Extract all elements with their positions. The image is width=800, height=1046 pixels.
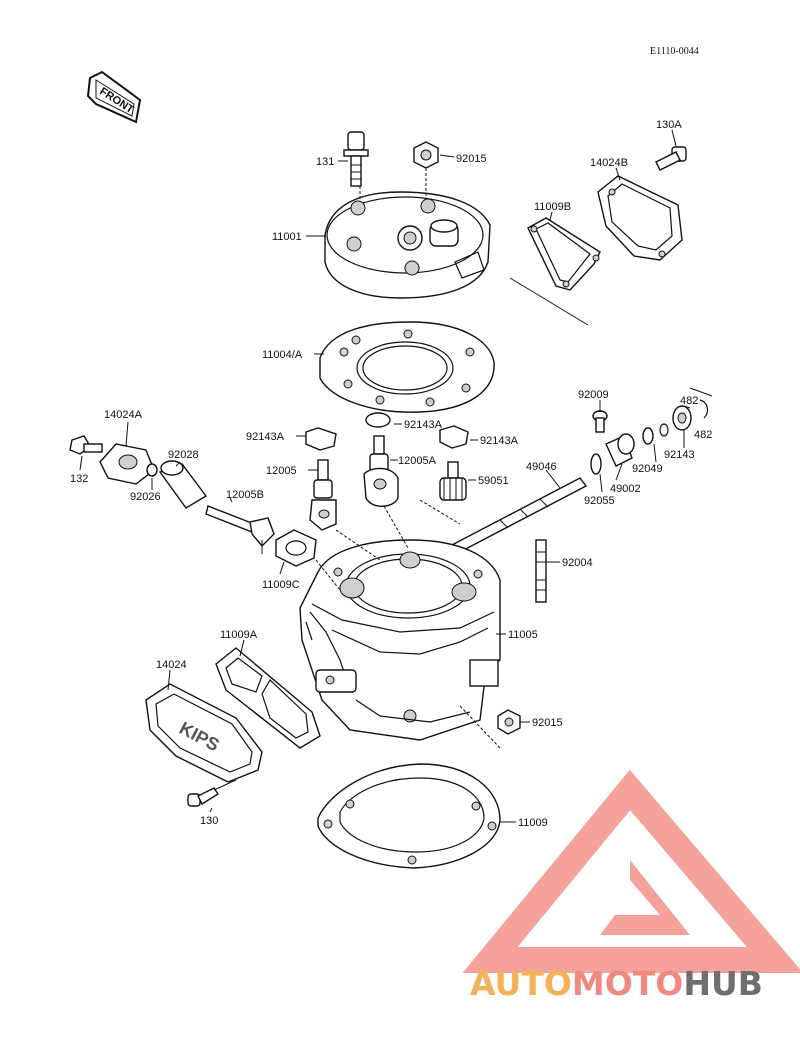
label-92143: 92143 xyxy=(664,449,695,461)
label-11009C: 11009C xyxy=(262,579,300,591)
cover-14024: KIPS xyxy=(145,683,263,783)
label-59051: 59051 xyxy=(478,475,509,487)
reference-code: E1110-0044 xyxy=(650,46,699,57)
label-92055: 92055 xyxy=(584,495,615,507)
gasket-11009B xyxy=(509,217,601,326)
part-labels: 131 92015 130A 14024B 11009B 11001 11004… xyxy=(70,119,712,829)
exhaust-cover-14024B xyxy=(597,175,683,261)
label-92028: 92028 xyxy=(168,449,199,461)
label-130A: 130A xyxy=(656,119,682,131)
label-12005B: 12005B xyxy=(226,489,264,501)
washer-92026 xyxy=(146,463,158,477)
gear-59051 xyxy=(439,461,467,501)
head-gasket-11004A xyxy=(319,321,495,413)
label-11004A: 11004/A xyxy=(262,349,303,361)
label-130: 130 xyxy=(200,815,218,827)
label-11009: 11009 xyxy=(518,817,548,829)
watermark-logo: AUTOMOTOHUB xyxy=(462,769,800,1003)
label-482-side: 482 xyxy=(694,429,712,441)
label-92049: 92049 xyxy=(632,463,663,475)
washer-92049 xyxy=(642,427,654,445)
label-12005A: 12005A xyxy=(398,455,437,467)
nut-92015-bottom xyxy=(497,709,521,735)
label-92015-bottom: 92015 xyxy=(532,717,563,729)
oring-92055 xyxy=(590,453,602,475)
bushing-92028 xyxy=(158,460,208,509)
label-49002: 49002 xyxy=(610,483,641,495)
clip-482-side xyxy=(699,399,709,419)
valve-12005A xyxy=(363,435,399,507)
bolt-130A xyxy=(655,146,687,171)
label-49046: 49046 xyxy=(526,461,557,473)
gasket-11009A xyxy=(215,647,321,749)
label-132: 132 xyxy=(70,473,88,485)
label-92143A-1: 92143A xyxy=(246,431,285,443)
label-92143A-2: 92143A xyxy=(404,419,443,431)
gasket-11009C xyxy=(275,529,317,567)
valve-12005 xyxy=(309,459,337,531)
bolt-131 xyxy=(343,131,369,187)
watermark-text: AUTOMOTOHUB xyxy=(470,964,763,1003)
cylinder-head-11001 xyxy=(324,191,491,299)
cap-92143 xyxy=(672,405,692,431)
label-11009B: 11009B xyxy=(534,201,571,213)
base-gasket-11009 xyxy=(317,763,501,869)
label-14024B: 14024B xyxy=(590,157,628,169)
watermark-triangle xyxy=(462,769,800,973)
label-92026: 92026 xyxy=(130,491,161,503)
label-14024: 14024 xyxy=(156,659,187,671)
label-14024A: 14024A xyxy=(104,409,143,421)
label-92009: 92009 xyxy=(578,389,609,401)
label-482-top: 482 xyxy=(680,395,698,407)
watermark-hub: HUB xyxy=(683,964,763,1003)
watermark-inner-mark xyxy=(600,860,690,935)
bushing-49002 xyxy=(605,433,635,467)
leader-lines xyxy=(79,129,691,823)
bolt-92009 xyxy=(592,410,608,433)
bolt-132 xyxy=(69,435,103,455)
label-12005: 12005 xyxy=(266,465,297,477)
clip-482-top xyxy=(659,423,669,437)
nut-92015-top xyxy=(413,141,439,196)
label-11009A: 11009A xyxy=(220,629,258,641)
rod-49046 xyxy=(448,477,588,555)
front-direction-arrow: FRONT xyxy=(86,70,142,124)
label-131: 131 xyxy=(316,156,334,168)
watermark-moto: MOTO xyxy=(572,964,683,1003)
cap-92143A-left xyxy=(305,427,337,451)
stud-92004 xyxy=(535,539,547,603)
cap-92143A-right xyxy=(439,425,469,449)
shaft-12005B xyxy=(205,505,275,554)
label-92015-top: 92015 xyxy=(456,153,487,165)
cylinder-11005 xyxy=(299,539,501,741)
bolt-130 xyxy=(187,779,237,807)
label-11005: 11005 xyxy=(508,629,538,641)
label-92004: 92004 xyxy=(562,557,593,569)
watermark-auto: AUTO xyxy=(470,964,572,1003)
flange-14024A xyxy=(99,443,155,485)
cap-92143A-center xyxy=(365,412,391,428)
label-11001: 11001 xyxy=(272,231,302,243)
label-92143A-3: 92143A xyxy=(480,435,519,447)
